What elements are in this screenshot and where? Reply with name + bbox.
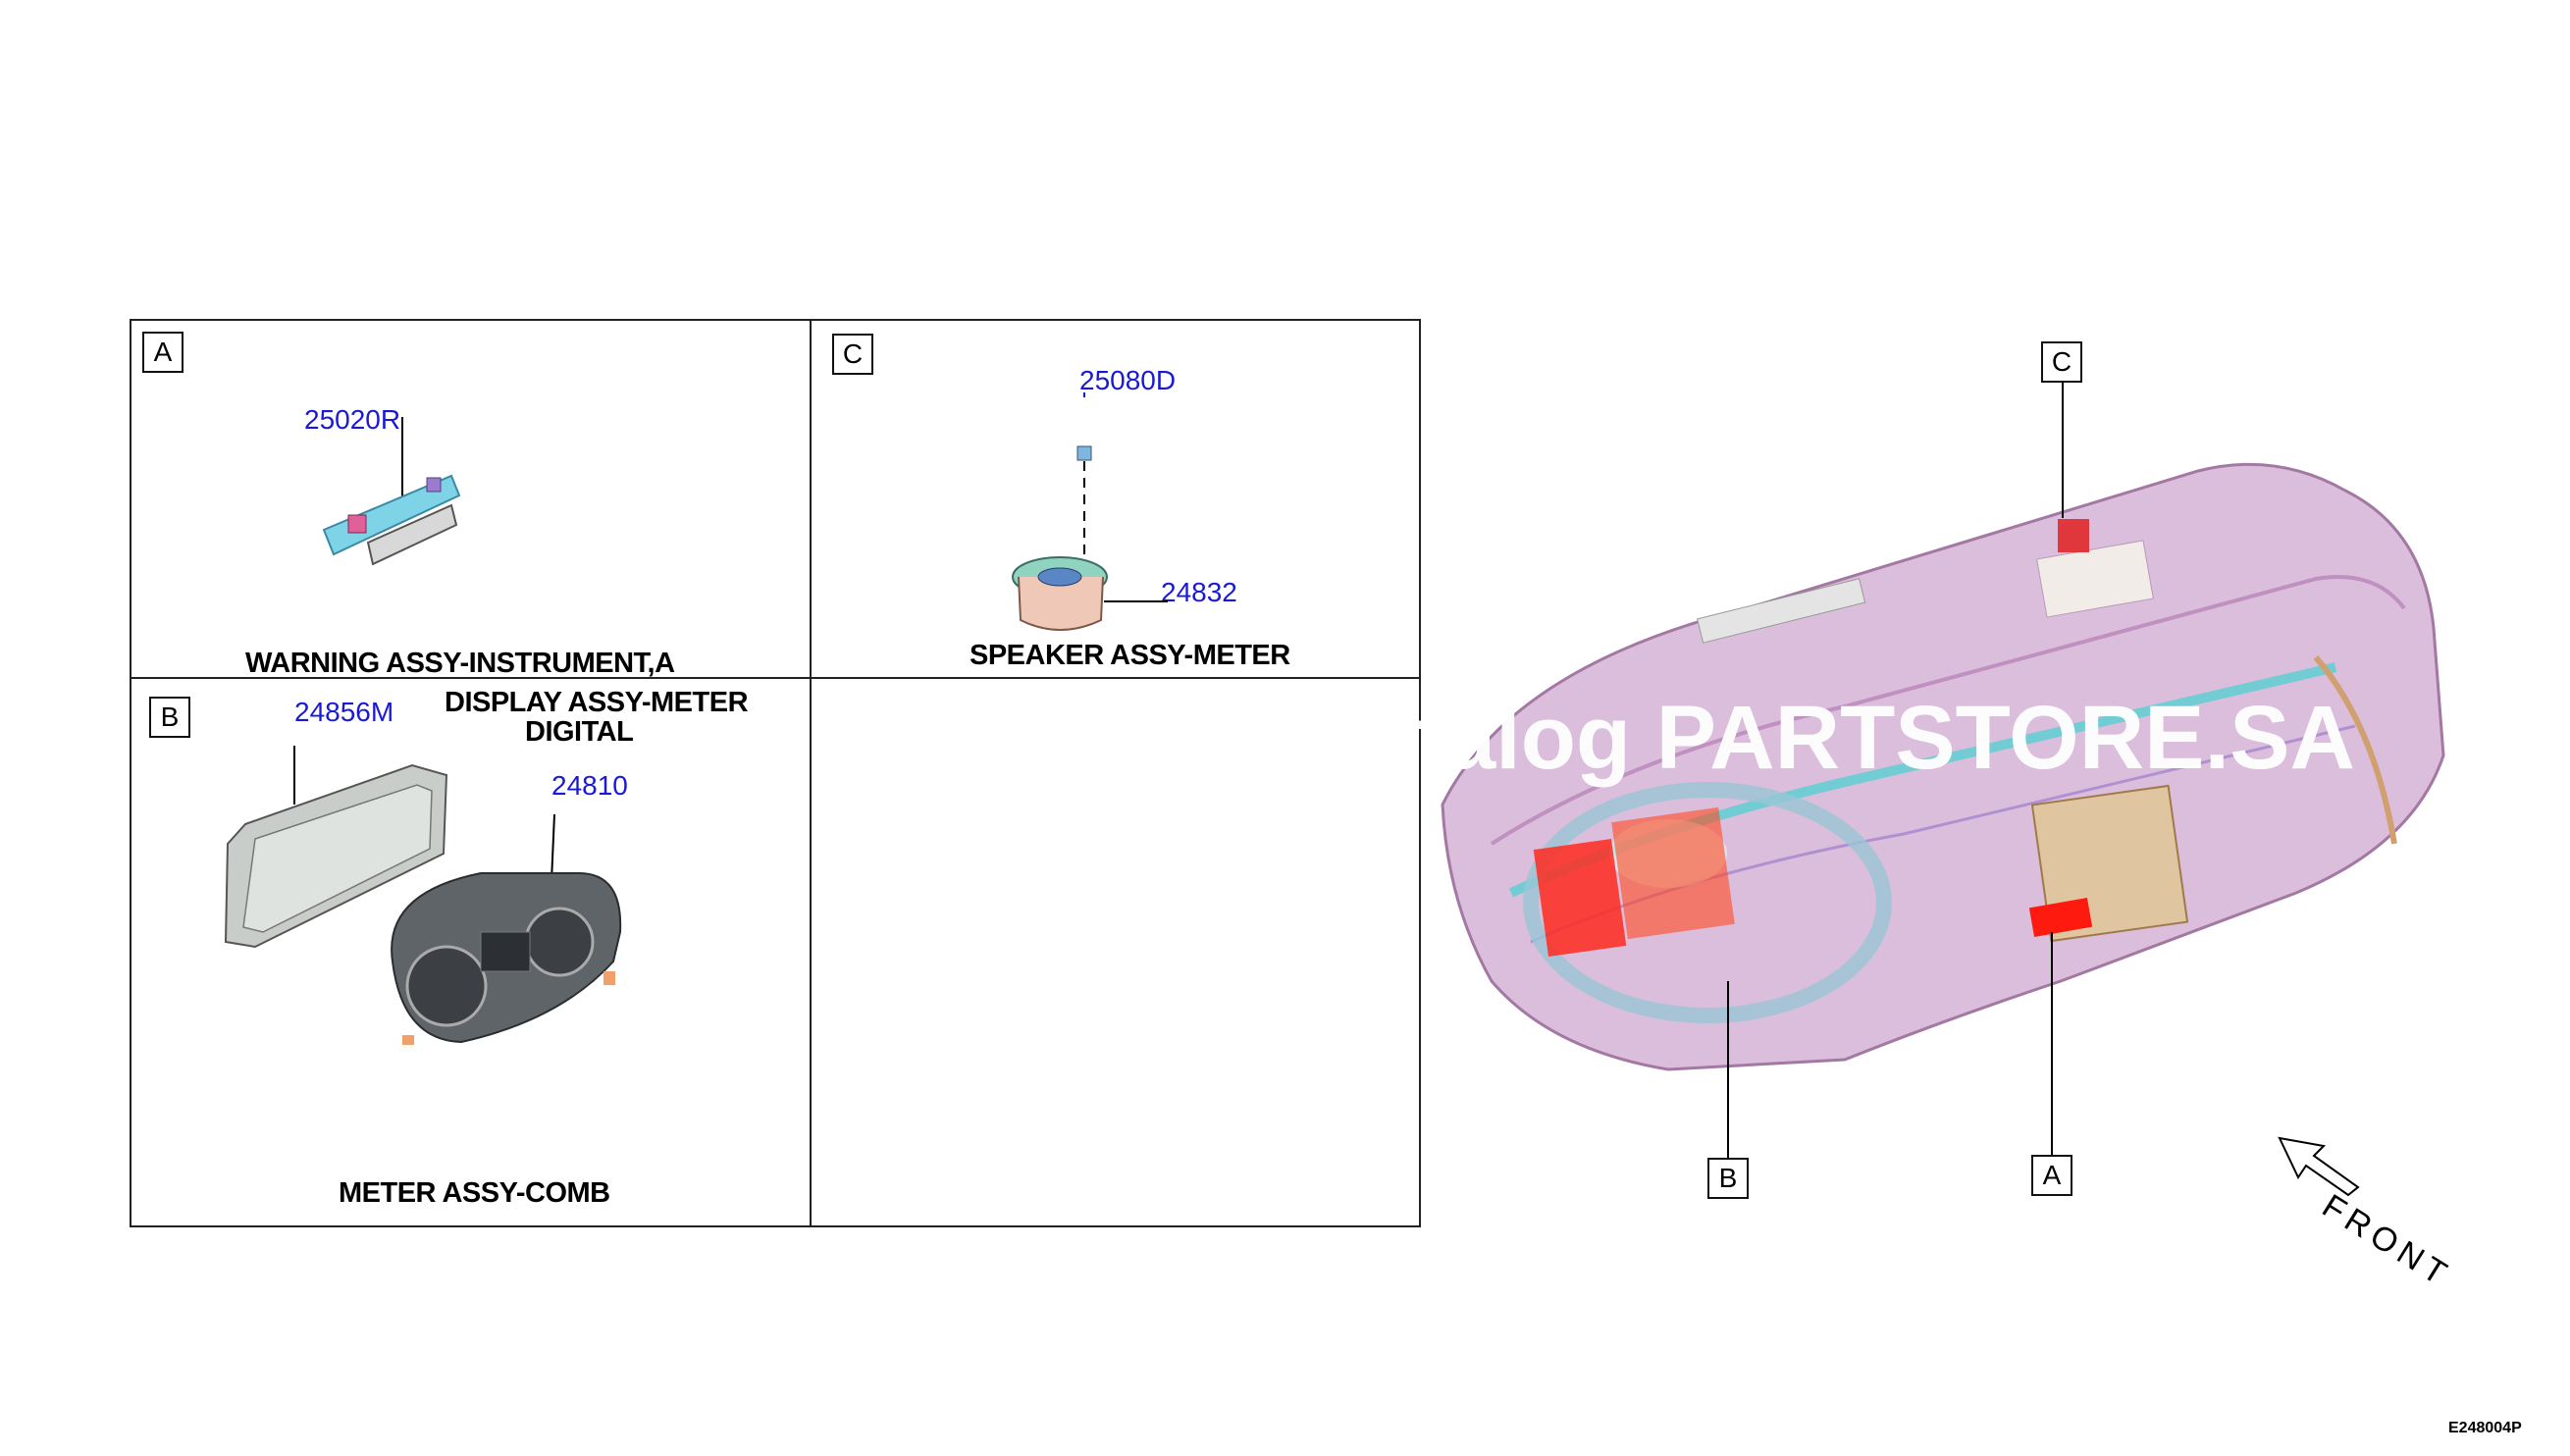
grid-divider-horizontal xyxy=(130,677,1419,679)
callout-b: B xyxy=(1707,1158,1749,1199)
panel-c-letter: C xyxy=(832,334,873,375)
watermark: catalog PARTSTORE.SA xyxy=(1315,688,2355,788)
callout-a: A xyxy=(2031,1155,2072,1196)
callout-c: C xyxy=(2041,341,2082,383)
caption-meter-assy: METER ASSY-COMB xyxy=(339,1177,610,1209)
panel-a-letter: A xyxy=(142,332,184,373)
part-number-25020R[interactable]: 25020R xyxy=(304,404,401,435)
caption-warning-assy: WARNING ASSY-INSTRUMENT,A xyxy=(245,648,675,679)
front-arrow-icon xyxy=(2278,1136,2360,1197)
caption-display-assy-line1: DISPLAY ASSY-METER xyxy=(445,687,749,718)
warning-assy-illustration xyxy=(322,417,461,566)
callout-c-leader xyxy=(2062,381,2064,518)
grid-divider-vertical xyxy=(810,319,812,1225)
part-number-24856M[interactable]: 24856M xyxy=(294,697,394,727)
panel-b-letter: B xyxy=(149,697,190,738)
callout-b-leader xyxy=(1727,981,1729,1158)
display-assy-illustration xyxy=(224,746,448,949)
diagram-code: E248004P xyxy=(2448,1420,2522,1436)
callout-a-leader xyxy=(2051,932,2053,1155)
part-number-24832[interactable]: 24832 xyxy=(1161,577,1237,607)
meter-assy-illustration xyxy=(391,813,622,1045)
dashboard-illustration xyxy=(1441,462,2445,1071)
parts-grid xyxy=(130,319,1421,1227)
part-number-25080D[interactable]: 25080D xyxy=(1079,365,1177,395)
speaker-assy-illustration xyxy=(1012,392,1168,631)
front-label: FRONT xyxy=(2315,1187,2458,1296)
part-number-24810[interactable]: 24810 xyxy=(551,770,628,801)
caption-display-assy-line2: DIGITAL xyxy=(525,716,634,748)
caption-speaker-assy: SPEAKER ASSY-METER xyxy=(970,640,1290,671)
